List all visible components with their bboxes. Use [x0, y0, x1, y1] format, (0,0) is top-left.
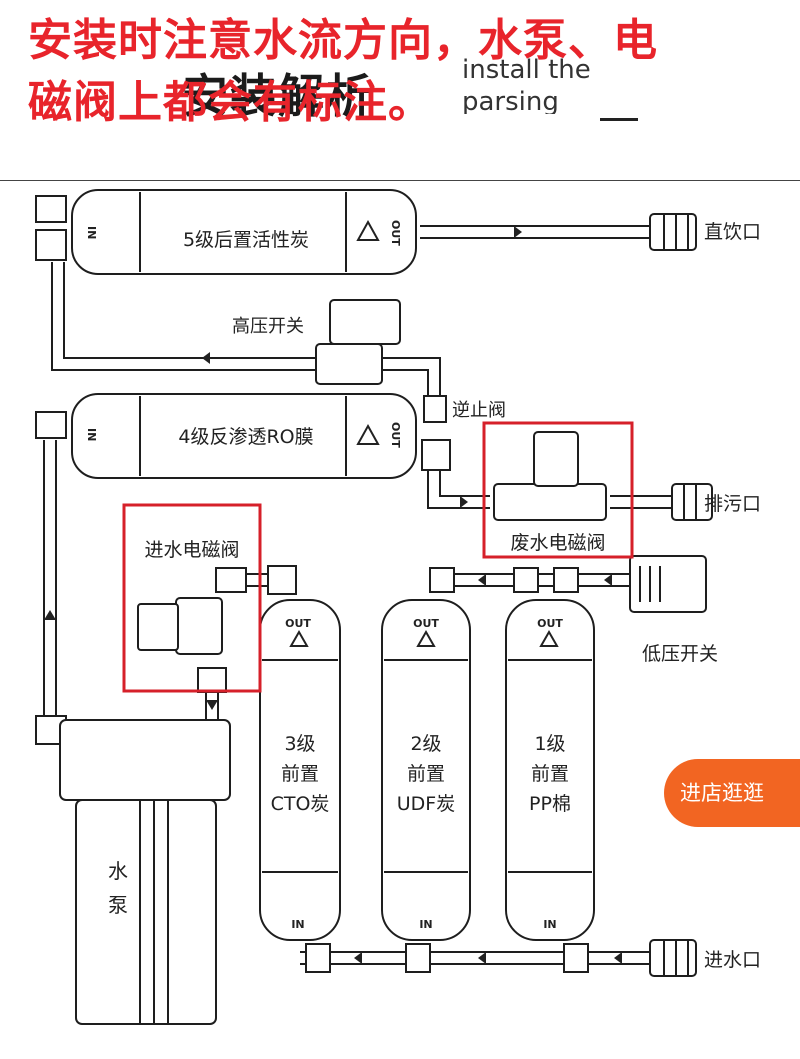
drinking-outlet-label: 直饮口 [704, 221, 761, 243]
stage1-out-label: OUT [537, 617, 563, 630]
stage3-out-label: OUT [285, 617, 311, 630]
tube-pump-to-inlet-valve [205, 690, 219, 720]
stage2-label-line2: 前置 [407, 763, 445, 785]
water-inlet-tap [649, 939, 697, 977]
tube-hps-to-check [380, 357, 441, 400]
stage2-label-line3: UDF炭 [397, 793, 455, 815]
stage5-in-label: IN [85, 226, 98, 239]
water-inlet-label: 进水口 [704, 949, 761, 971]
stage5-out-label: OUT [389, 220, 402, 246]
waste-valve-label: 废水电磁阀 [510, 532, 605, 554]
stage3-in-label: IN [291, 918, 304, 931]
tube-left-riser-top [51, 262, 320, 371]
stage2-in-label: IN [419, 918, 432, 931]
stage3-label-line3: CTO炭 [271, 793, 330, 815]
waste-valve-highlight [482, 421, 634, 559]
stage4-in-label: IN [85, 428, 98, 441]
stage4-out-label: OUT [389, 422, 402, 448]
tube-stage5-to-drinking [420, 225, 650, 239]
visit-shop-button[interactable]: 进店逛逛 [664, 759, 800, 827]
check-valve-label: 逆止阀 [452, 400, 506, 421]
pump-label-line1: 水 [108, 859, 128, 883]
stage4-label: 4级反渗透RO膜 [178, 426, 313, 448]
tube-top-prefilter [430, 573, 650, 587]
inlet-valve-label: 进水电磁阀 [144, 539, 239, 561]
waste-valve-body [493, 483, 607, 521]
stage2-housing [381, 599, 471, 941]
pump-motor [75, 799, 217, 1025]
stage1-housing [505, 599, 595, 941]
header-banner: 安装解析 install the parsing 安装时注意水流方向，水泵、电磁… [0, 0, 800, 181]
tube-waste-to-drain [610, 495, 650, 509]
pump-label-line2: 泵 [108, 893, 128, 917]
stage1-label-line2: 前置 [531, 763, 569, 785]
drain-outlet-label: 排污口 [704, 493, 761, 515]
background-title: 安装解析 [182, 69, 374, 123]
stage3-label-line1: 3级 [284, 733, 315, 755]
low-pressure-switch-body [629, 555, 707, 613]
high-pressure-switch-body [315, 343, 383, 385]
installation-warning: 安装时注意水流方向，水泵、电磁阀上都会有标注。 [28, 15, 658, 128]
stage3-label-line2: 前置 [281, 763, 319, 785]
inlet-valve-highlight [122, 503, 262, 693]
stage1-in-label: IN [543, 918, 556, 931]
tube-drain-stub [650, 495, 672, 509]
stage2-label-line1: 2级 [410, 733, 441, 755]
stage2-out-label: OUT [413, 617, 439, 630]
stage5-housing [71, 189, 417, 275]
tube-bottom-prefilter [300, 951, 650, 965]
inlet-valve-body [175, 597, 223, 655]
tube-left-riser-long [43, 440, 57, 720]
stage1-label-line3: PP棉 [529, 793, 571, 815]
stage3-housing [259, 599, 341, 941]
stage5-label: 5级后置活性炭 [183, 229, 309, 251]
stage1-label-line1: 1级 [534, 733, 565, 755]
stage4-housing [71, 393, 417, 479]
drinking-outlet-tap [649, 213, 697, 251]
high-pressure-switch-label: 高压开关 [232, 316, 304, 337]
tube-stage4-to-waste [427, 462, 490, 509]
pump-head [59, 719, 231, 801]
low-pressure-switch-label: 低压开关 [642, 643, 718, 665]
background-subtitle: install the parsing [462, 55, 591, 114]
drain-outlet-tap [671, 483, 713, 521]
header-rule [600, 118, 638, 121]
